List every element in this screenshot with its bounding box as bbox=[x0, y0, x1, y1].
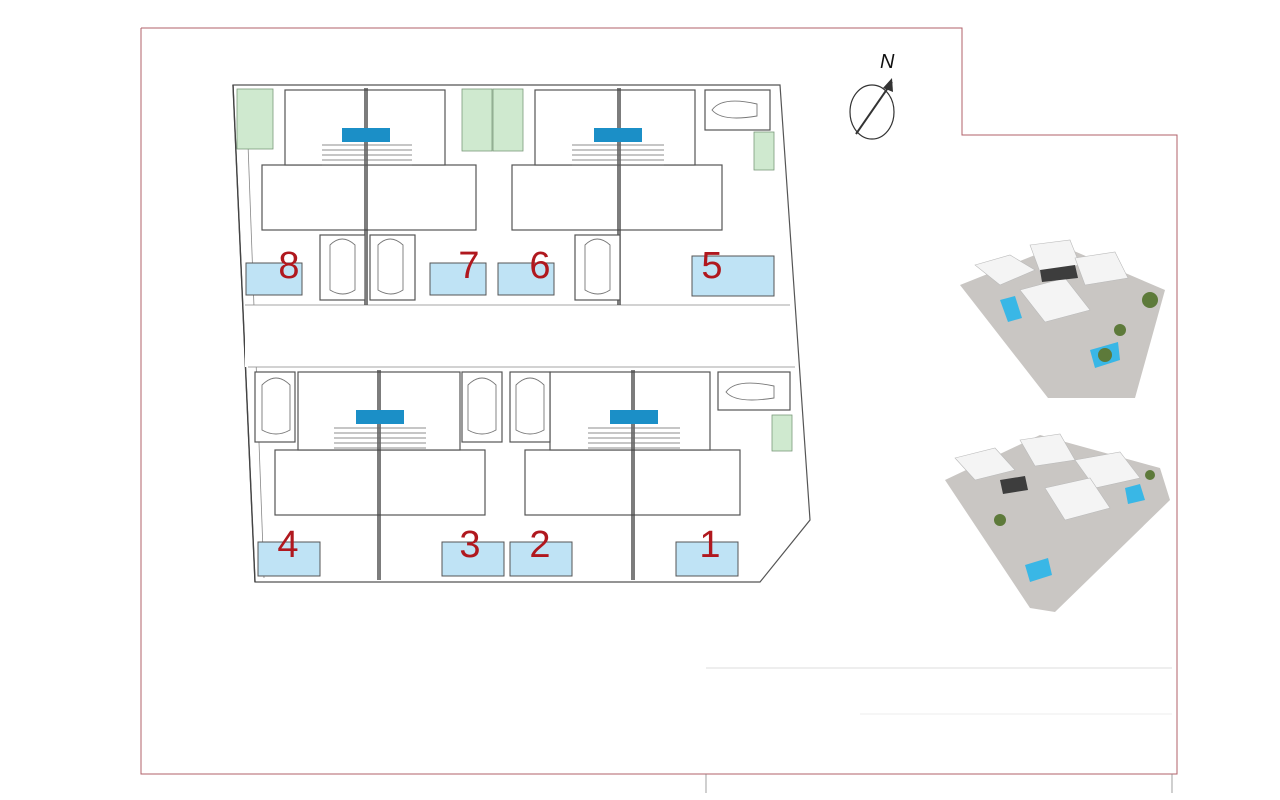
pool-icon bbox=[429, 262, 487, 296]
unit-number-7: 7 bbox=[458, 245, 479, 287]
north-arrow-icon: N bbox=[849, 51, 895, 140]
block-bottom-right bbox=[509, 370, 793, 580]
pool-icon bbox=[257, 541, 321, 577]
pool-icon bbox=[245, 262, 303, 296]
unit-number-5: 5 bbox=[701, 245, 722, 287]
stairs-icon bbox=[322, 144, 412, 166]
aerial-render-1 bbox=[960, 239, 1165, 398]
block-top-right bbox=[492, 88, 775, 305]
block-top-left bbox=[236, 88, 493, 305]
pool-icon bbox=[441, 541, 505, 577]
pool-icon bbox=[509, 541, 573, 577]
unit-number-8: 8 bbox=[278, 245, 299, 287]
stairs-icon bbox=[572, 144, 664, 166]
pool-icon bbox=[675, 541, 739, 577]
car-icon bbox=[711, 100, 758, 119]
pool-icon bbox=[691, 255, 775, 297]
unit-number-3: 3 bbox=[459, 524, 480, 566]
stairs-icon bbox=[588, 427, 680, 449]
stairs-icon bbox=[334, 427, 426, 449]
north-label: N bbox=[880, 51, 895, 73]
block-bottom-left bbox=[254, 370, 503, 580]
access-road bbox=[245, 305, 793, 367]
unit-number-4: 4 bbox=[277, 524, 298, 566]
unit-number-6: 6 bbox=[529, 245, 550, 287]
pool-icon bbox=[497, 262, 555, 296]
unit-number-2: 2 bbox=[529, 524, 550, 566]
car-icon bbox=[261, 377, 291, 435]
aerial-render-2 bbox=[945, 433, 1170, 612]
unit-number-1: 1 bbox=[699, 524, 720, 566]
plot-boundary bbox=[140, 27, 1178, 775]
